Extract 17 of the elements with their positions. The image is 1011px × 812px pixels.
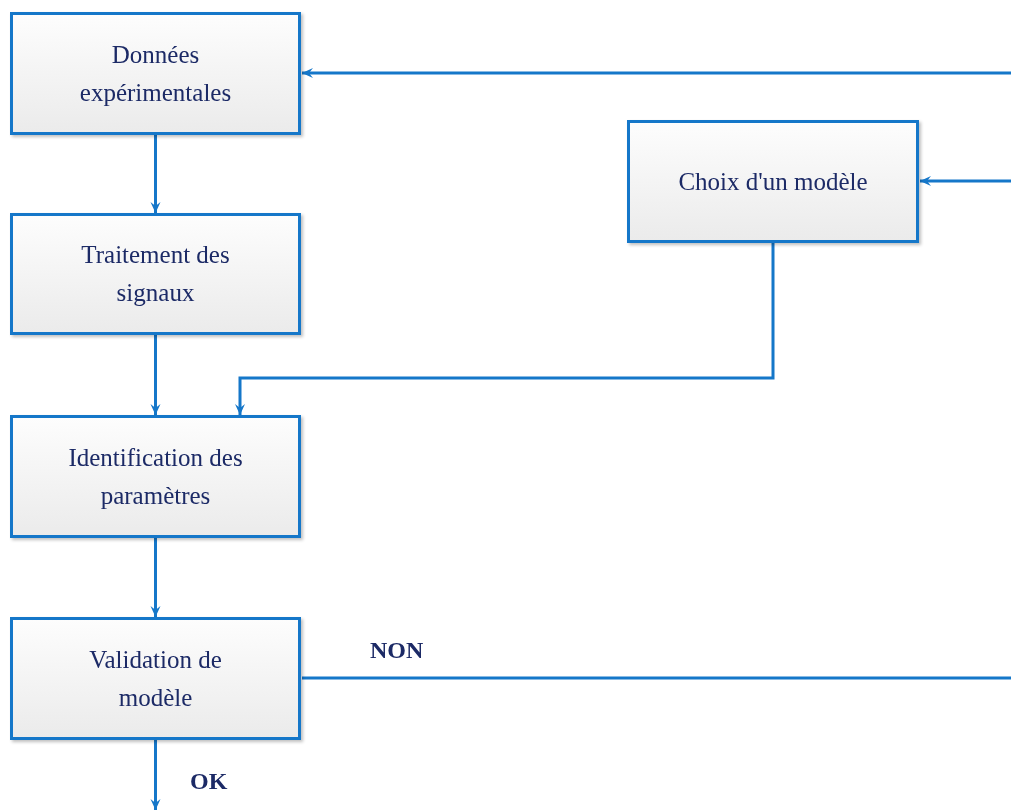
- process-box: [10, 12, 301, 135]
- arrow: [920, 176, 1011, 186]
- arrow: [150, 538, 161, 617]
- arrow: [302, 68, 1011, 78]
- box-label: Choix d'un modèle: [678, 166, 868, 197]
- process-box: [10, 213, 301, 335]
- box-label: Données expérimentales: [78, 39, 233, 108]
- arrow: [235, 243, 775, 415]
- process-box: [10, 617, 301, 740]
- arrow: [150, 135, 161, 213]
- box-label: Identification des paramètres: [67, 442, 244, 511]
- arrow: [150, 740, 161, 810]
- box-label: Traitement des signaux: [80, 240, 231, 308]
- process-box: [10, 415, 301, 538]
- arrow: [150, 335, 161, 415]
- box-label: Validation de modèle: [88, 644, 223, 713]
- process-box: [627, 120, 919, 243]
